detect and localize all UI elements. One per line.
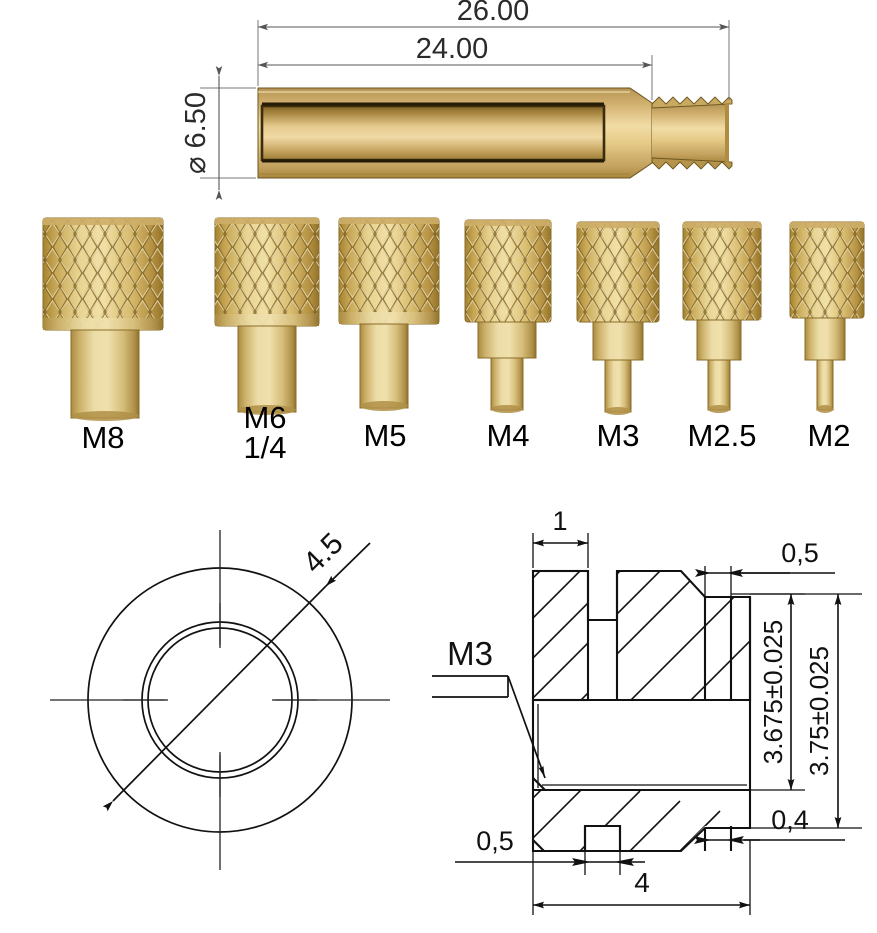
dim-outer-height: 3.75±0.025	[750, 593, 862, 829]
dim-24-label: 24.00	[416, 33, 489, 65]
dim-top-0p5-label: 0,5	[781, 538, 819, 568]
insert-label-m25: M2.5	[688, 418, 757, 453]
dim-diameter-label: ⌀ 6.50	[180, 92, 212, 174]
top-sectional-view: 26.00 24.00 ⌀ 6.50	[180, 0, 733, 200]
insert-m2: M2	[789, 221, 865, 453]
dim-4-label: 4	[634, 867, 650, 898]
circular-front-view: 4.5	[50, 527, 390, 870]
dim-top-right-step: 0,5	[695, 538, 835, 596]
insert-row: M8 M6 1/4 M5	[42, 217, 865, 465]
dim-bottom-0p5-label: 0,5	[476, 826, 514, 856]
insert-label-m2: M2	[807, 418, 850, 453]
thread-callout-m3: M3	[432, 635, 546, 779]
insert-m8: M8	[42, 217, 164, 455]
dim-1-label: 1	[552, 506, 567, 536]
internal-bore-section	[260, 104, 606, 162]
cross-section-view: 1 0,5 3.675±0.025 3.75±0.025	[432, 506, 862, 915]
insert-label-m5: M5	[363, 418, 406, 453]
insert-m5: M5	[338, 217, 440, 453]
insert-label-m4: M4	[486, 418, 529, 453]
dim-overall-width: 4	[532, 840, 751, 915]
dim-flange-width: 1	[532, 506, 589, 568]
dim-bottom-notch: 0,5	[455, 826, 645, 875]
insert-m25: M2.5	[682, 221, 762, 453]
dim-3675-label: 3.675±0.025	[758, 620, 788, 764]
insert-label-m6-alt: 1/4	[243, 430, 286, 465]
dimension-26: 26.00	[257, 0, 730, 100]
section-right-steps	[703, 597, 752, 700]
dim-26-label: 26.00	[457, 0, 530, 27]
insert-label-m3: M3	[596, 418, 639, 453]
insert-m3: M3	[576, 221, 660, 453]
section-upper-groove	[586, 571, 619, 622]
dimension-diameter: ⌀ 6.50	[180, 66, 256, 200]
dim-bottom-right-step: 0,4	[694, 805, 845, 848]
dimension-24: 24.00	[258, 33, 653, 100]
insert-label-m8: M8	[81, 420, 124, 455]
insert-m6: M6 1/4	[214, 217, 320, 465]
threaded-stud	[651, 96, 733, 170]
insert-m4: M4	[464, 219, 552, 453]
m3-callout-label: M3	[447, 635, 493, 672]
insert-label-m6: M6	[243, 400, 286, 435]
dim-375-label: 3.75±0.025	[804, 646, 834, 776]
dim-0p4-label: 0,4	[771, 805, 809, 835]
